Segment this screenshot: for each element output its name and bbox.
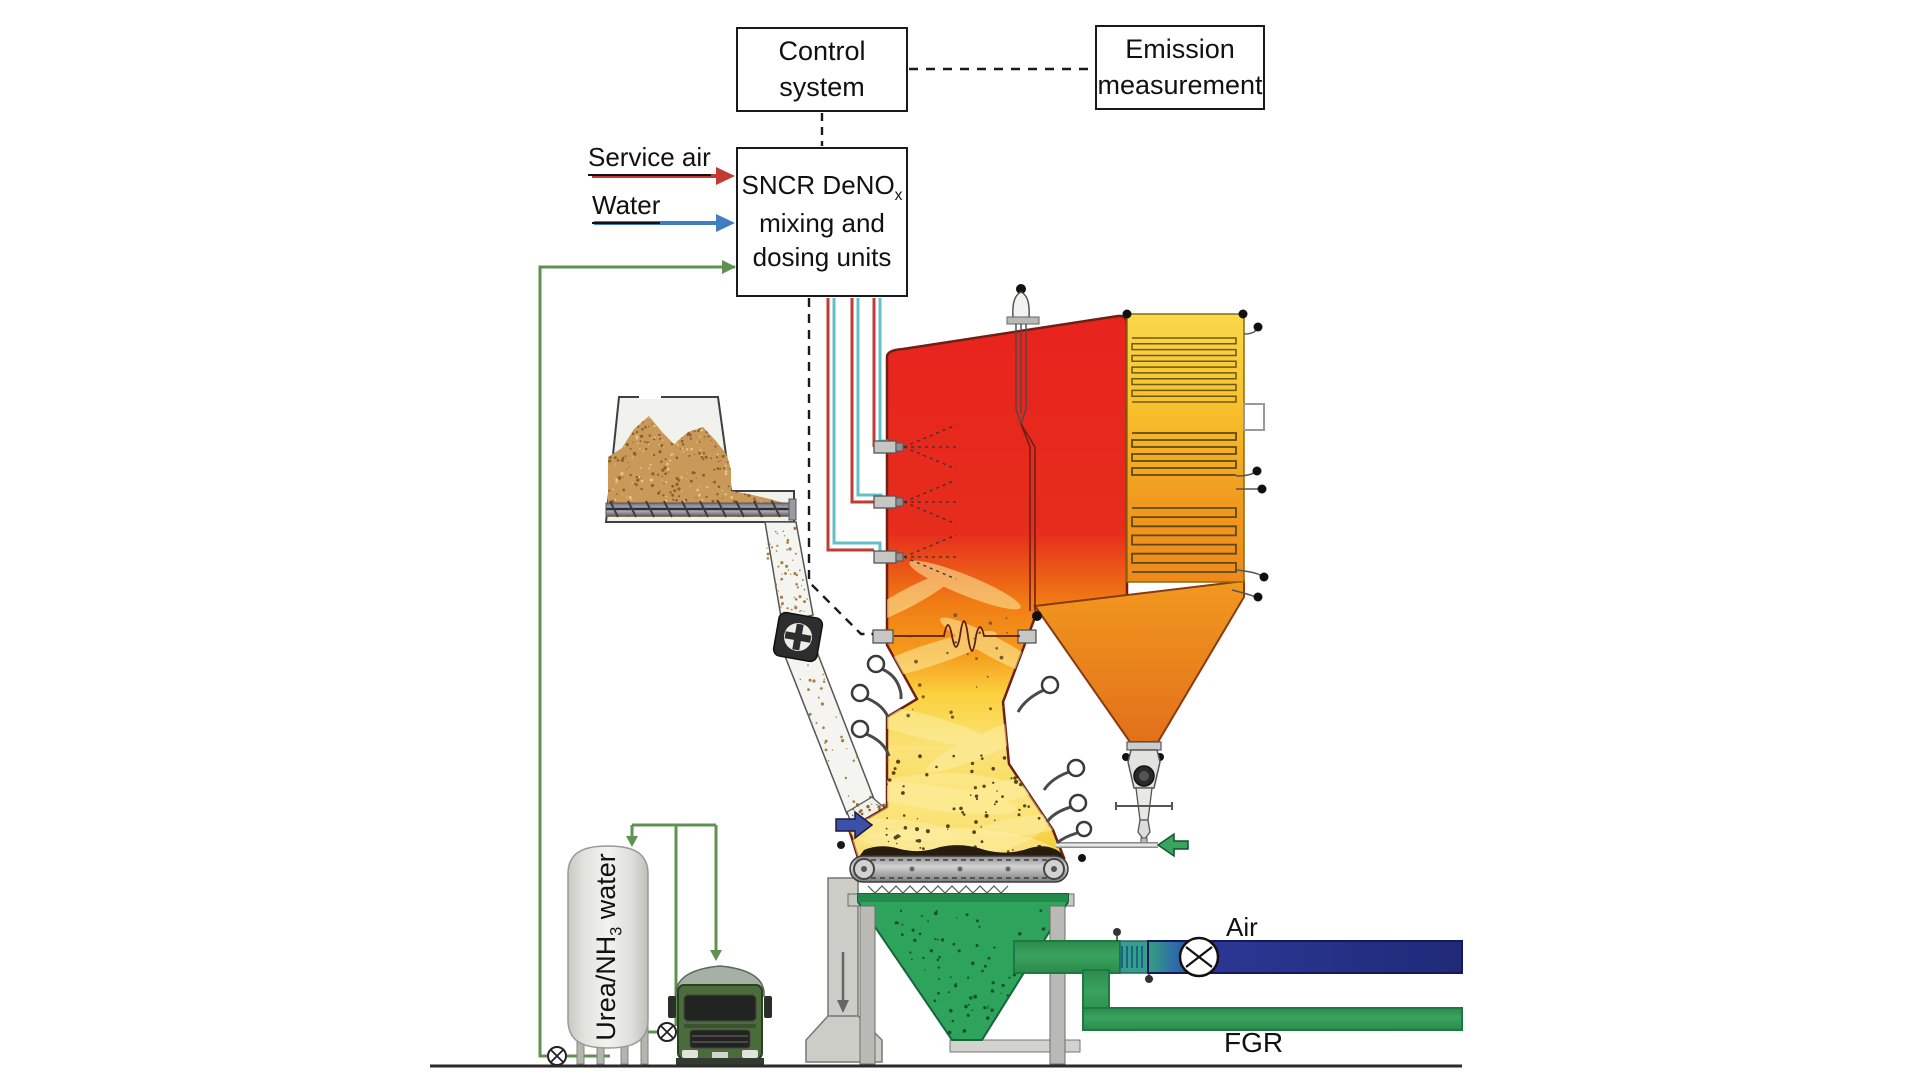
spray-fan-icon [903, 424, 960, 580]
control-signal-lines [807, 67, 1094, 636]
control-box-line1: Control [778, 36, 866, 67]
water-arrowhead-icon [716, 214, 735, 232]
reagent-to-sncr-arrow-icon [722, 260, 736, 274]
mixing-coil-section [1119, 940, 1149, 974]
urea-tank-label: Urea/NH3 water [591, 853, 626, 1041]
fgr-to-furnace-pipe [1056, 832, 1189, 862]
fgr-label: FGR [1224, 1027, 1284, 1058]
screw-conveyor [605, 498, 797, 521]
fuel-feed [835, 810, 874, 849]
fuel-feed-arrow-icon [835, 810, 874, 840]
division-wall [1006, 284, 1042, 621]
rotary-valve [772, 611, 824, 663]
sncr-pipes-teal [832, 298, 888, 551]
water-label: Water [592, 190, 661, 224]
service-air-label: Service air [588, 142, 711, 176]
delivery-truck [668, 965, 772, 1066]
control-box-line2: system [779, 71, 865, 102]
reagent-pump-icons [547, 1022, 677, 1066]
combustion-air-duct [1013, 928, 1463, 983]
emission-box-line1: Emission [1125, 34, 1235, 65]
urea-tank [567, 845, 649, 1065]
sncr-box-line1: SNCR DeNOx [741, 170, 903, 205]
truck-headlight [682, 1050, 698, 1058]
sncr-box-line3: dosing units [752, 241, 892, 272]
air-label: Air [1226, 912, 1258, 942]
service-air-arrow [592, 167, 735, 185]
emission-box-line2: measurement [1097, 69, 1263, 100]
sncr-dosing-box: SNCR DeNOx mixing and dosing units [736, 147, 908, 297]
secondary-air-nozzles [850, 654, 1093, 845]
truck-grille [689, 1029, 751, 1049]
injection-nozzles [873, 424, 960, 580]
grate [849, 855, 1069, 894]
header-connection-dots [1122, 309, 1269, 602]
coil-bundle-2 [1131, 432, 1237, 476]
ash-sifting-icon [867, 885, 1009, 894]
fuel-chute [764, 521, 888, 832]
ash-discharge-valve [1115, 741, 1173, 846]
superheater-block [1122, 309, 1269, 602]
temperature-measurement [872, 620, 1037, 652]
fgr-duct [1082, 969, 1463, 1031]
sncr-to-furnace-signal-line [807, 298, 873, 636]
fuel-bed [858, 845, 1064, 858]
coil-bundle-1 [1131, 337, 1237, 403]
probe-head-icon [1012, 291, 1030, 319]
header-outlet [1243, 403, 1265, 431]
second-pass-cone [1033, 579, 1245, 743]
service-air-arrowhead-icon [716, 167, 735, 185]
control-system-box: Control system [736, 27, 908, 112]
acoustic-signal-icon [894, 620, 1020, 652]
fill-tank-arrow-icon [626, 836, 638, 847]
truck-bumper [676, 1058, 764, 1066]
truck-connection-arrow-icon [710, 950, 722, 961]
emission-measurement-box: Emission measurement [1095, 25, 1265, 110]
ash-down-arrow-icon [837, 1000, 849, 1013]
truck-windshield [683, 994, 757, 1022]
sncr-box-line2: mixing and [759, 207, 885, 238]
fgr-inlet-arrow-icon [1156, 832, 1189, 858]
coil-bundle-3 [1131, 507, 1237, 573]
truck-headlight [742, 1050, 758, 1058]
heater-coil-icon [1121, 946, 1143, 968]
reagent-arrowheads [626, 260, 736, 961]
sncr-pipes-red [826, 298, 876, 552]
